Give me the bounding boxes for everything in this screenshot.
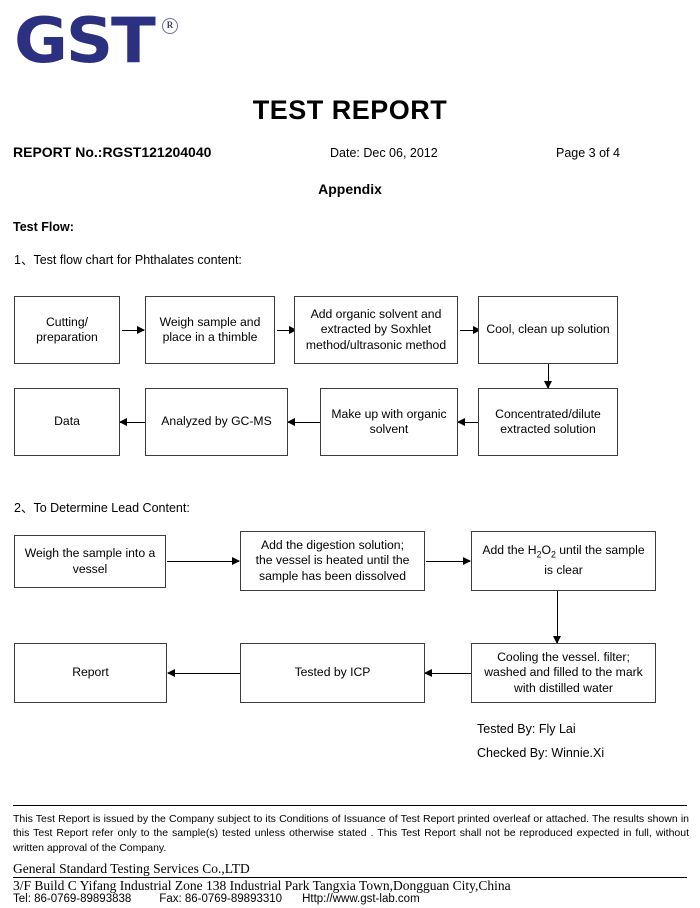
appendix-heading: Appendix [318, 181, 382, 197]
page-title: TEST REPORT [252, 95, 448, 125]
report-number: REPORT No.:RGST121204040 [13, 144, 212, 160]
flow1-arrow-5 [287, 418, 320, 426]
flow1-arrow-down [544, 364, 552, 389]
flow1-arrow-3 [460, 326, 481, 334]
company-address: 3/F Build C Yifang Industrial Zone 138 I… [13, 878, 511, 893]
flow2-box-report-text: Report [72, 665, 109, 680]
flow1-box-analyzed-by-gc-ms: Analyzed by GC-MS [145, 388, 288, 456]
section-1-label: 1、Test flow chart for Phthalates content… [14, 253, 242, 267]
flow1-arrow-6 [119, 418, 145, 426]
flow2-box-cooling-vessel-filter: Cooling the vessel. filter;washed and fi… [471, 643, 656, 703]
company-name: General Standard Testing Services Co.,LT… [13, 861, 250, 876]
flow1-arrow-2 [277, 326, 297, 334]
registered-trademark-icon: R [162, 18, 178, 34]
flow2-box-cooling-vessel-filter-text: Cooling the vessel. filter;washed and fi… [484, 649, 643, 695]
company-website[interactable]: Http://www.gst-lab.com [302, 893, 420, 905]
test-flow-heading: Test Flow: [13, 220, 74, 234]
flow2-box-tested-by-icp: Tested by ICP [240, 643, 425, 703]
flow1-box-analyzed-by-gc-ms-text: Analyzed by GC-MS [161, 414, 272, 429]
page-number: Page 3 of 4 [556, 146, 620, 160]
flow1-box-cutting-preparation-text: Cutting/preparation [36, 314, 98, 345]
flow1-box-cool-clean-up-solution-text: Cool, clean up solution [486, 322, 610, 337]
company-fax: Fax: 86-0769-89893310 [159, 893, 283, 905]
company-divider [13, 877, 687, 878]
flow1-box-data: Data [14, 388, 120, 456]
flow1-box-data-text: Data [54, 414, 80, 429]
company-tel: Tel: 86-0769-89893838 [13, 893, 132, 905]
flow1-arrow-4 [457, 418, 478, 426]
flow2-arrow-down [553, 591, 561, 644]
flow2-box-report: Report [14, 643, 167, 703]
flow1-box-cool-clean-up-solution: Cool, clean up solution [478, 296, 618, 364]
flow2-arrow-3 [424, 669, 471, 677]
flow2-arrow-1 [167, 557, 240, 565]
section-2-label: 2、To Determine Lead Content: [14, 501, 190, 515]
checked-by-line: Checked By: Winnie.Xi [477, 746, 605, 760]
flow1-box-cutting-preparation: Cutting/preparation [14, 296, 120, 364]
flow2-arrow-4 [167, 669, 240, 677]
flow2-box-tested-by-icp-text: Tested by ICP [294, 665, 371, 680]
gst-logo: GST R [14, 10, 214, 80]
company-contact-line: Tel: 86-0769-89893838 Fax: 86-0769-898933… [13, 893, 420, 905]
disclaimer-text: This Test Report is issued by the Compan… [13, 813, 689, 854]
report-meta-row: REPORT No.:RGST121204040 Date: Dec 06, 2… [0, 144, 700, 162]
flow2-box-add-digestion-solution: Add the digestion solution;the vessel is… [240, 531, 425, 591]
flow2-arrow-2 [426, 557, 471, 565]
footer-divider [13, 805, 687, 806]
flow1-arrow-1 [122, 326, 145, 334]
flow2-box-add-digestion-solution-text: Add the digestion solution;the vessel is… [255, 537, 410, 583]
report-date: Date: Dec 06, 2012 [330, 146, 438, 160]
logo-text: GST [14, 4, 156, 77]
tested-by-line: Tested By: Fly Lai [477, 722, 576, 736]
